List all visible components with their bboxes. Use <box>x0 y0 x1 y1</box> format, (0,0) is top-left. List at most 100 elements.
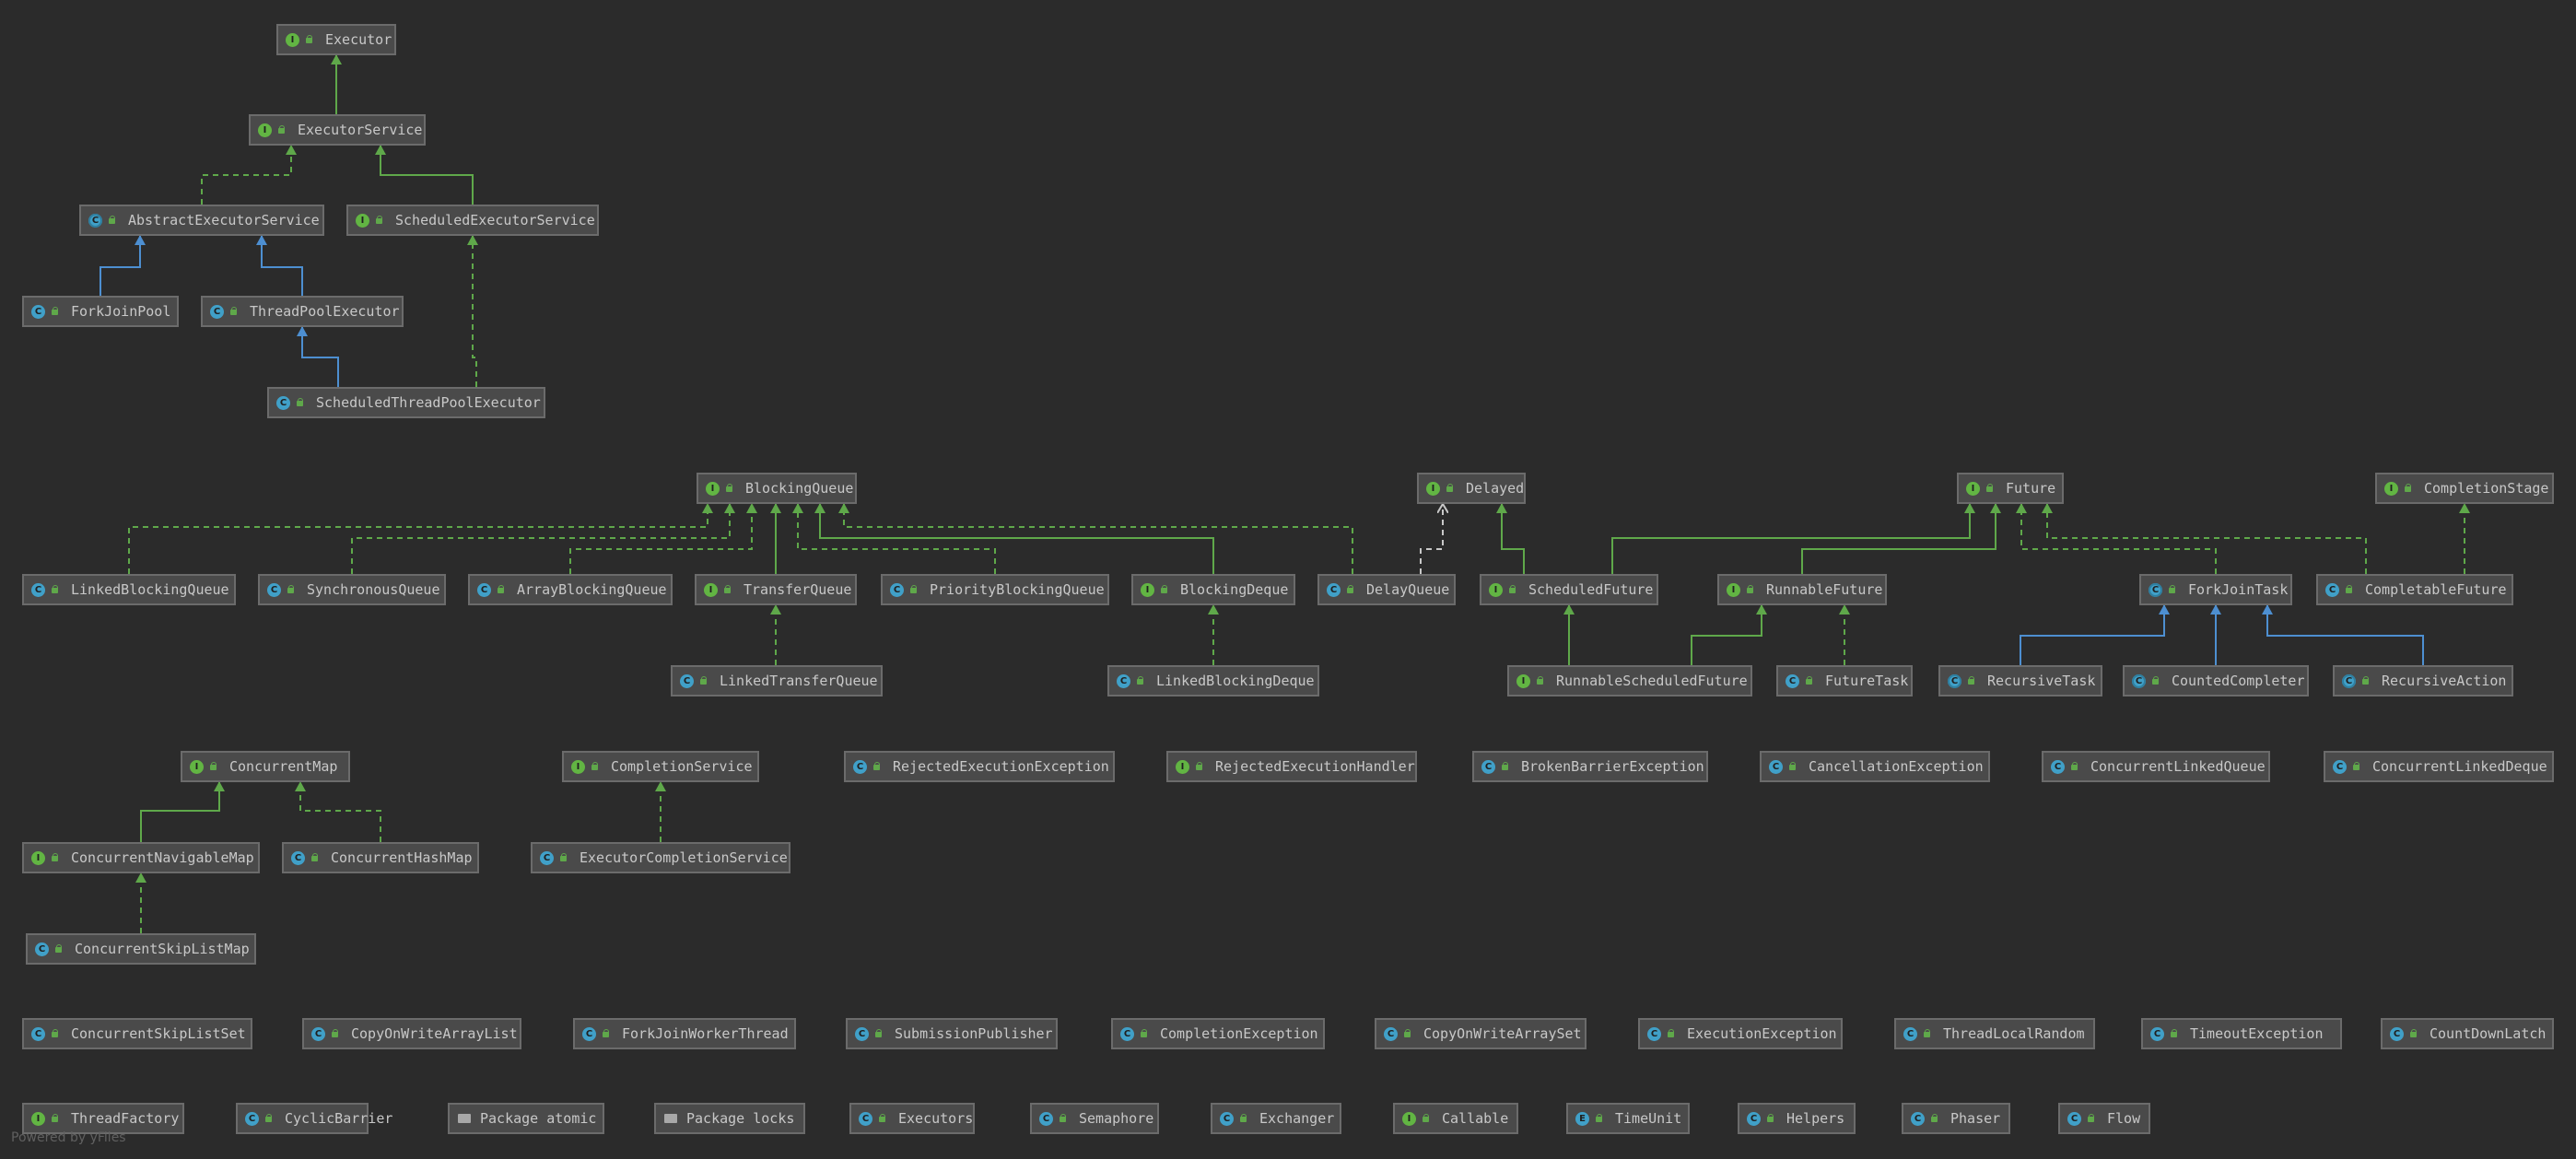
node-fork-join-worker-thread[interactable]: C ForkJoinWorkerThread <box>573 1018 796 1049</box>
node-label: LinkedTransferQueue <box>720 673 878 689</box>
public-visibility-icon <box>1766 1114 1775 1123</box>
edge-class-extends <box>297 326 339 387</box>
class-icon: C <box>853 759 867 774</box>
class-icon: C <box>245 1111 259 1126</box>
class-icon: C <box>582 1026 596 1041</box>
node-label: Callable <box>1442 1110 1509 1127</box>
public-visibility-icon <box>296 398 305 407</box>
public-visibility-icon <box>331 1029 340 1038</box>
node-label: ForkJoinWorkerThread <box>622 1025 789 1042</box>
node-label: DelayQueue <box>1366 581 1450 598</box>
public-visibility-icon <box>305 35 314 44</box>
class-icon: C <box>855 1026 869 1041</box>
abstract-icon: C <box>88 213 102 228</box>
package-icon <box>457 1112 471 1126</box>
public-visibility-icon <box>1788 762 1797 771</box>
node-package-locks[interactable]: Package locks <box>654 1103 805 1134</box>
node-package-atomic[interactable]: Package atomic <box>448 1103 604 1134</box>
class-icon: C <box>1039 1111 1053 1126</box>
interface-icon: I <box>2384 481 2398 496</box>
class-icon: C <box>291 850 305 865</box>
edge-implements <box>2016 503 2217 574</box>
public-visibility-icon <box>725 484 734 493</box>
public-visibility-icon <box>699 676 708 685</box>
class-icon: C <box>2067 1111 2081 1126</box>
public-visibility-icon <box>1501 762 1510 771</box>
abstract-icon: C <box>2342 673 2356 688</box>
node-label: ScheduledExecutorService <box>395 212 595 228</box>
class-icon: C <box>2390 1026 2404 1041</box>
node-label: TimeoutException <box>2190 1025 2324 1042</box>
node-label: BlockingQueue <box>745 480 854 497</box>
node-label: ExecutionException <box>1687 1025 1837 1042</box>
public-visibility-icon <box>264 1114 274 1123</box>
public-visibility-icon <box>1923 1029 1932 1038</box>
class-icon: C <box>276 395 290 410</box>
enum-icon: E <box>1575 1111 1589 1126</box>
node-label: ThreadLocalRandom <box>1943 1025 2085 1042</box>
public-visibility-icon <box>872 762 882 771</box>
